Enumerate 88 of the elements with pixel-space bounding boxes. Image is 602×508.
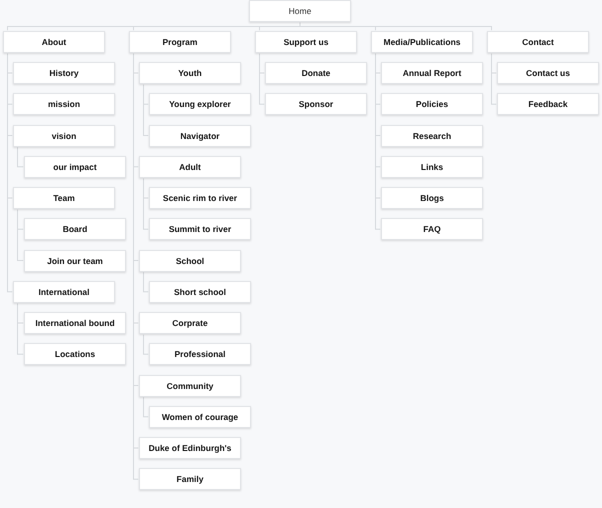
connector-line — [143, 334, 149, 355]
connector-line — [143, 84, 149, 136]
connector-line — [491, 53, 497, 105]
page-title: Blogs — [420, 193, 444, 203]
page-title: Policies — [416, 99, 448, 110]
page-card — [139, 468, 241, 490]
page-title: Community — [166, 380, 214, 390]
page-card — [139, 250, 241, 272]
page-card — [487, 31, 589, 53]
page-title: International — [38, 286, 90, 297]
connector-line — [143, 272, 149, 292]
page-title: FAQ — [423, 224, 441, 234]
page-card — [381, 62, 483, 84]
page-title: Contact us — [526, 68, 570, 78]
page-title: Young explorer — [169, 99, 231, 110]
page-title: Duke of Edinburgh's — [148, 443, 232, 453]
page-title: Adult — [179, 162, 201, 172]
page-title: Navigator — [180, 130, 220, 140]
connector-line — [143, 396, 149, 418]
page-title: Board — [62, 224, 88, 234]
page-card — [13, 93, 115, 116]
page-title: Corprate — [172, 318, 208, 328]
page-title: Locations — [54, 349, 96, 360]
page-title: International bound — [35, 318, 115, 328]
page-title: School — [176, 256, 204, 266]
page-card — [24, 312, 126, 334]
page-card — [139, 156, 241, 178]
page-title: Professional — [174, 349, 226, 360]
page-card — [3, 31, 105, 53]
connector-line — [259, 53, 265, 105]
page-card — [381, 156, 483, 178]
page-card — [13, 124, 115, 146]
page-card — [381, 124, 483, 146]
connector-line — [17, 146, 24, 168]
page-title: Youth — [178, 68, 202, 78]
page-title: Annual Report — [402, 68, 462, 78]
page-card — [13, 187, 115, 209]
page-title: Short school — [174, 286, 226, 297]
page-card — [149, 406, 251, 428]
page-card — [497, 93, 599, 116]
page-card — [149, 124, 251, 146]
page-title: Scenic rim to river — [162, 193, 238, 203]
page-title: Sponsor — [298, 99, 334, 110]
page-card — [249, 0, 351, 22]
page-card — [497, 62, 599, 84]
page-card — [129, 31, 231, 53]
page-title: Feedback — [528, 99, 568, 110]
page-title: Program — [162, 37, 198, 47]
page-title: our impact — [53, 162, 97, 172]
page-card — [24, 156, 126, 178]
page-card — [149, 218, 251, 240]
page-title: Family — [176, 474, 204, 484]
page-title: Research — [412, 130, 452, 140]
page-card — [24, 343, 126, 366]
page-card — [24, 218, 126, 240]
page-card — [255, 31, 357, 53]
page-title: Join our team — [47, 256, 103, 266]
page-title: vision — [52, 130, 76, 140]
page-card — [149, 343, 251, 366]
page-title: Team — [53, 193, 75, 203]
page-title: Support us — [284, 37, 328, 47]
page-card — [265, 93, 367, 116]
page-card — [381, 187, 483, 209]
page-card — [13, 62, 115, 84]
page-card — [24, 250, 126, 272]
page-card — [381, 218, 483, 240]
page-card — [139, 437, 241, 459]
page-card — [371, 31, 473, 53]
page-title: About — [42, 37, 66, 47]
page-title: Donate — [302, 68, 330, 78]
page-card — [149, 187, 251, 209]
page-card — [13, 280, 115, 303]
page-title: Home — [288, 6, 312, 16]
page-title: Contact — [522, 37, 554, 47]
page-card — [265, 62, 367, 84]
page-card — [139, 312, 241, 334]
page-title: Women of courage — [162, 412, 238, 422]
page-card — [381, 93, 483, 116]
page-title: Media/Publications — [384, 37, 460, 47]
page-title: Links — [420, 162, 444, 172]
page-card — [149, 280, 251, 303]
page-card — [139, 62, 241, 84]
page-card — [139, 374, 241, 396]
page-title: Summit to river — [168, 224, 232, 234]
page-card — [149, 93, 251, 116]
page-title: History — [49, 68, 79, 78]
page-title: mission — [48, 99, 80, 110]
connector-line — [17, 209, 24, 261]
